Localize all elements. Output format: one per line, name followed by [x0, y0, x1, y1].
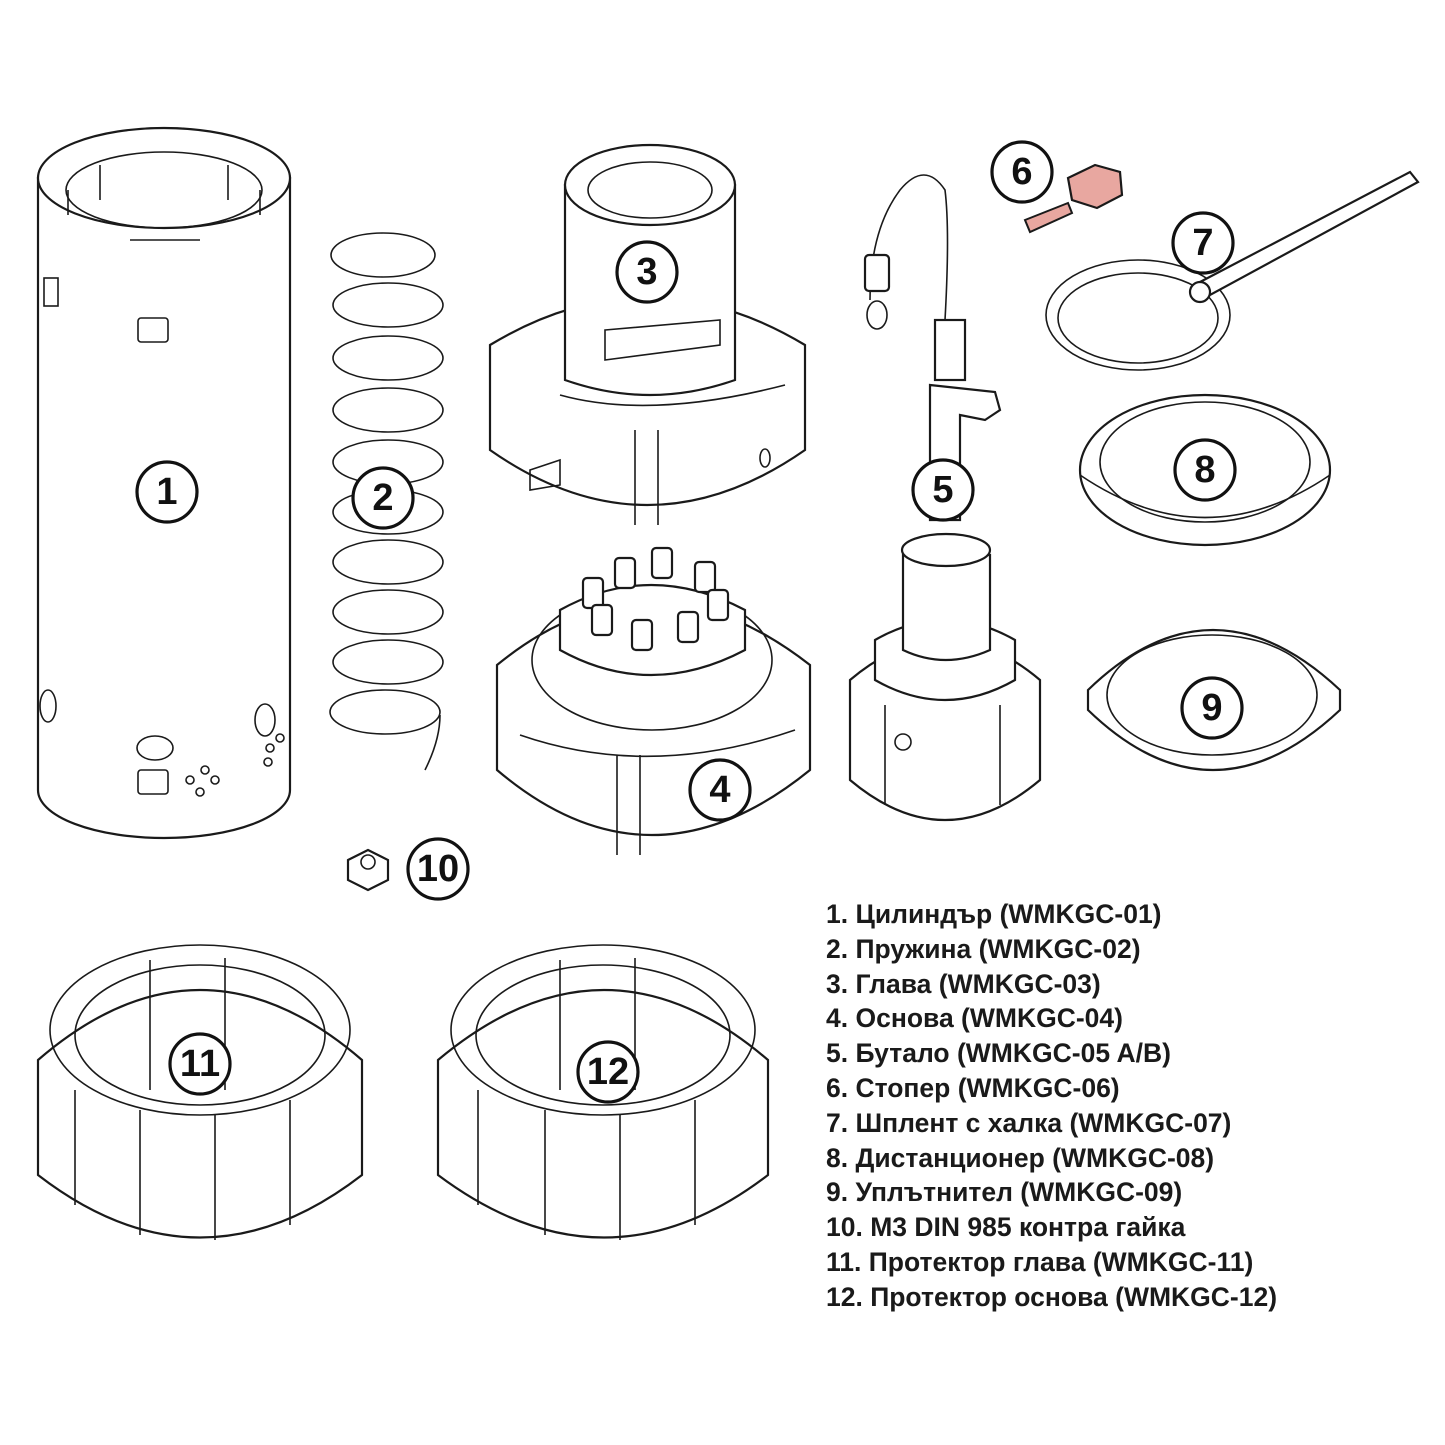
callout-3: 3 — [615, 240, 679, 304]
legend-item: 5. Бутало (WMKGC-05 A/B) — [826, 1038, 1171, 1069]
callout-12: 12 — [576, 1040, 640, 1104]
callout-1: 1 — [135, 460, 199, 524]
svg-text:3: 3 — [636, 251, 657, 293]
legend-item: 7. Шплент с халка (WMKGC-07) — [826, 1107, 1232, 1138]
part-nut — [346, 848, 390, 892]
part-protector-head — [36, 944, 364, 1240]
part-pin-with-ring — [1045, 170, 1420, 371]
svg-text:7: 7 — [1192, 222, 1213, 264]
legend-item: 9. Уплътнител (WMKGC-09) — [826, 1177, 1183, 1208]
callout-6: 6 — [990, 140, 1054, 204]
svg-text:9: 9 — [1201, 687, 1222, 729]
callout-10: 10 — [406, 837, 470, 901]
part-stopper — [1023, 163, 1124, 234]
svg-text:12: 12 — [587, 1051, 629, 1093]
callout-9: 9 — [1180, 676, 1244, 740]
svg-text:2: 2 — [372, 477, 393, 519]
legend-item: 4. Основа (WMKGC-04) — [826, 1003, 1123, 1034]
svg-text:6: 6 — [1011, 151, 1032, 193]
part-base — [495, 546, 812, 855]
callout-2: 2 — [351, 466, 415, 530]
part-head — [488, 143, 807, 525]
callout-4: 4 — [688, 758, 752, 822]
parts-legend: 1. Цилиндър (WMKGC-01) 2. Пружина (WMKGC… — [826, 897, 1277, 1315]
legend-item: 2. Пружина (WMKGC-02) — [826, 933, 1141, 964]
part-protector-base — [436, 944, 770, 1240]
callout-7: 7 — [1171, 211, 1235, 275]
svg-text:8: 8 — [1194, 449, 1215, 491]
legend-item: 10. M3 DIN 985 контра гайка — [826, 1212, 1186, 1243]
svg-text:10: 10 — [417, 848, 459, 890]
svg-text:11: 11 — [180, 1043, 220, 1085]
legend-item: 8. Дистанционер (WMKGC-08) — [826, 1142, 1215, 1173]
svg-text:1: 1 — [156, 471, 177, 513]
callout-8: 8 — [1173, 438, 1237, 502]
legend-item: 1. Цилиндър (WMKGC-01) — [826, 899, 1162, 929]
legend-item: 3. Глава (WMKGC-03) — [826, 968, 1101, 999]
svg-text:4: 4 — [709, 769, 730, 811]
svg-text:5: 5 — [932, 469, 953, 511]
legend-item: 12. Протектор основа (WMKGC-12) — [826, 1281, 1278, 1312]
callout-5: 5 — [911, 458, 975, 522]
callout-11: 11 — [168, 1032, 232, 1096]
legend-item: 11. Протектор глава (WMKGC-11) — [826, 1246, 1254, 1277]
legend-item: 6. Стопер (WMKGC-06) — [826, 1072, 1120, 1103]
